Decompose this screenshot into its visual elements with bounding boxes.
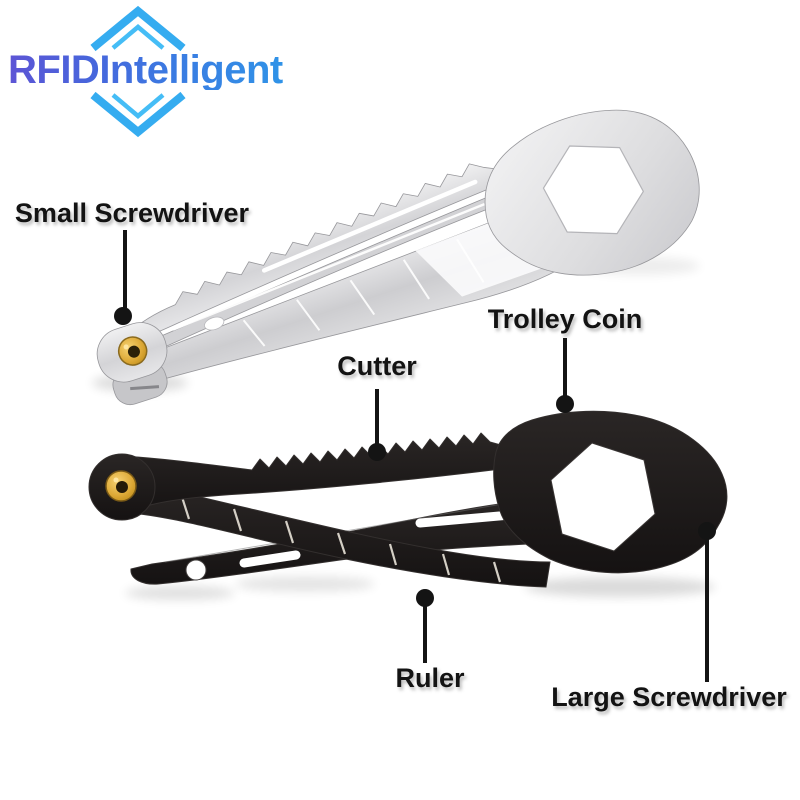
label-trolley-coin: Trolley Coin bbox=[487, 304, 643, 334]
pointer-line-large-screwdriver bbox=[705, 539, 709, 682]
pointer-line-cutter bbox=[375, 389, 379, 445]
black-ruler-bar bbox=[117, 479, 551, 588]
black-multitool bbox=[88, 410, 728, 588]
black-trolley-coin-head bbox=[493, 410, 728, 574]
silver-trolley-coin-head bbox=[484, 109, 700, 276]
pointer-line-trolley-coin bbox=[563, 338, 567, 396]
brand-logo: RFIDIntelligent bbox=[0, 0, 300, 150]
silver-small-hole bbox=[204, 316, 225, 331]
logo-diamond-icon bbox=[90, 5, 186, 138]
pointer-line-small-screwdriver bbox=[123, 230, 127, 308]
black-serrated-cutter-edge bbox=[119, 432, 509, 515]
pointer-dot-cutter bbox=[368, 443, 386, 461]
black-hex-wrench-hole bbox=[550, 442, 656, 552]
silver-arm-slot bbox=[261, 179, 478, 273]
black-small-slot bbox=[239, 550, 301, 568]
pointer-line-ruler bbox=[423, 606, 427, 663]
silver-hex-wrench-hole bbox=[542, 145, 644, 235]
label-large-screwdriver: Large Screwdriver bbox=[551, 682, 787, 712]
label-small-screwdriver: Small Screwdriver bbox=[14, 198, 250, 228]
pointer-dot-large-screwdriver bbox=[698, 522, 716, 540]
silver-multitool bbox=[96, 109, 700, 406]
black-ruler-ticks bbox=[180, 496, 502, 583]
logo-text: RFIDIntelligent bbox=[8, 50, 292, 90]
pointer-dot-ruler bbox=[416, 589, 434, 607]
black-round-hole bbox=[185, 559, 207, 581]
label-cutter: Cutter bbox=[337, 351, 417, 381]
pointer-dot-trolley-coin bbox=[556, 395, 574, 413]
silver-pivot bbox=[96, 322, 168, 406]
pointer-dot-small-screwdriver bbox=[114, 307, 132, 325]
label-ruler: Ruler bbox=[395, 663, 465, 693]
black-pivot bbox=[88, 453, 156, 521]
silver-serrated-cutter-edge bbox=[120, 163, 501, 342]
